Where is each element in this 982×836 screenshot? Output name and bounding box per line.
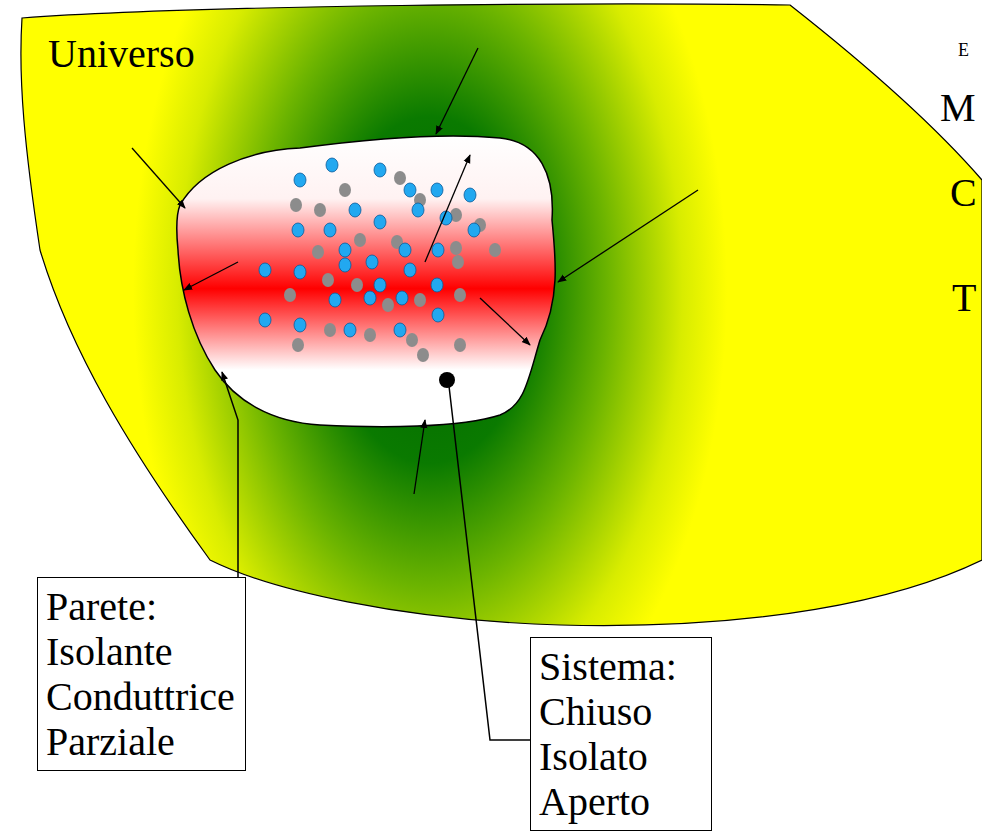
blue-particle <box>259 263 271 277</box>
grey-particle <box>414 293 426 307</box>
option-item: Parziale <box>46 719 237 764</box>
grey-particle <box>322 273 334 287</box>
option-item: Isolante <box>46 629 237 674</box>
blue-particle <box>374 163 386 177</box>
grey-particle <box>489 243 501 257</box>
system-point <box>439 372 455 388</box>
blue-particle <box>339 243 351 257</box>
blue-particle <box>404 263 416 277</box>
blue-particle <box>404 183 416 197</box>
option-item: Aperto <box>539 779 703 824</box>
blue-particle <box>432 243 444 257</box>
side-letter: T <box>952 275 976 320</box>
blue-particle <box>344 323 356 337</box>
blue-particle <box>292 223 304 237</box>
box-heading: Sistema: <box>539 644 703 689</box>
blue-particle <box>364 291 376 305</box>
grey-particle <box>351 278 363 292</box>
blue-particle <box>374 278 386 292</box>
blue-particle <box>326 158 338 172</box>
region-title: Universo <box>48 30 195 78</box>
option-item: Chiuso <box>539 689 703 734</box>
blue-particle <box>349 203 361 217</box>
grey-particle <box>354 233 366 247</box>
option-item: Conduttrice <box>46 674 237 719</box>
grey-particle <box>452 255 464 269</box>
blue-particle <box>374 215 386 229</box>
blue-particle <box>294 265 306 279</box>
universe-shape <box>21 4 982 626</box>
blue-particle <box>412 203 424 217</box>
option-item: Isolato <box>539 734 703 779</box>
blue-particle <box>294 318 306 332</box>
side-letter: C <box>950 170 977 215</box>
blue-particle <box>432 308 444 322</box>
blue-particle <box>464 188 476 202</box>
grey-particle <box>406 333 418 347</box>
grey-particle <box>284 288 296 302</box>
blue-particle <box>339 258 351 272</box>
box-heading: Parete: <box>46 584 237 629</box>
blue-particle <box>366 255 378 269</box>
grey-particle <box>339 183 351 197</box>
grey-particle <box>394 171 406 185</box>
system-options-box: Sistema:ChiusoIsolatoAperto <box>530 637 712 831</box>
blue-particle <box>399 243 411 257</box>
side-letter: E <box>958 28 969 73</box>
blue-particle <box>396 291 408 305</box>
wall-options-box: Parete:IsolanteConduttriceParziale <box>37 577 246 771</box>
blue-particle <box>431 183 443 197</box>
blue-particle <box>468 223 480 237</box>
grey-particle <box>292 338 304 352</box>
blue-particle <box>329 293 341 307</box>
system-outline <box>177 136 556 427</box>
side-letter: M <box>940 85 976 130</box>
universe-region: Universo <box>0 0 982 640</box>
grey-particle <box>417 348 429 362</box>
grey-particle <box>290 198 302 212</box>
grey-particle <box>382 298 394 312</box>
universe-outline <box>0 0 982 640</box>
blue-particle <box>259 313 271 327</box>
blue-particle <box>324 223 336 237</box>
grey-particle <box>324 323 336 337</box>
blue-particle <box>394 323 406 337</box>
grey-particle <box>454 288 466 302</box>
grey-particle <box>314 203 326 217</box>
grey-particle <box>454 338 466 352</box>
blue-particle <box>294 173 306 187</box>
grey-particle <box>364 328 376 342</box>
grey-particle <box>312 245 324 259</box>
particles <box>259 158 501 362</box>
grey-particle <box>450 241 462 255</box>
blue-particle <box>431 278 443 292</box>
